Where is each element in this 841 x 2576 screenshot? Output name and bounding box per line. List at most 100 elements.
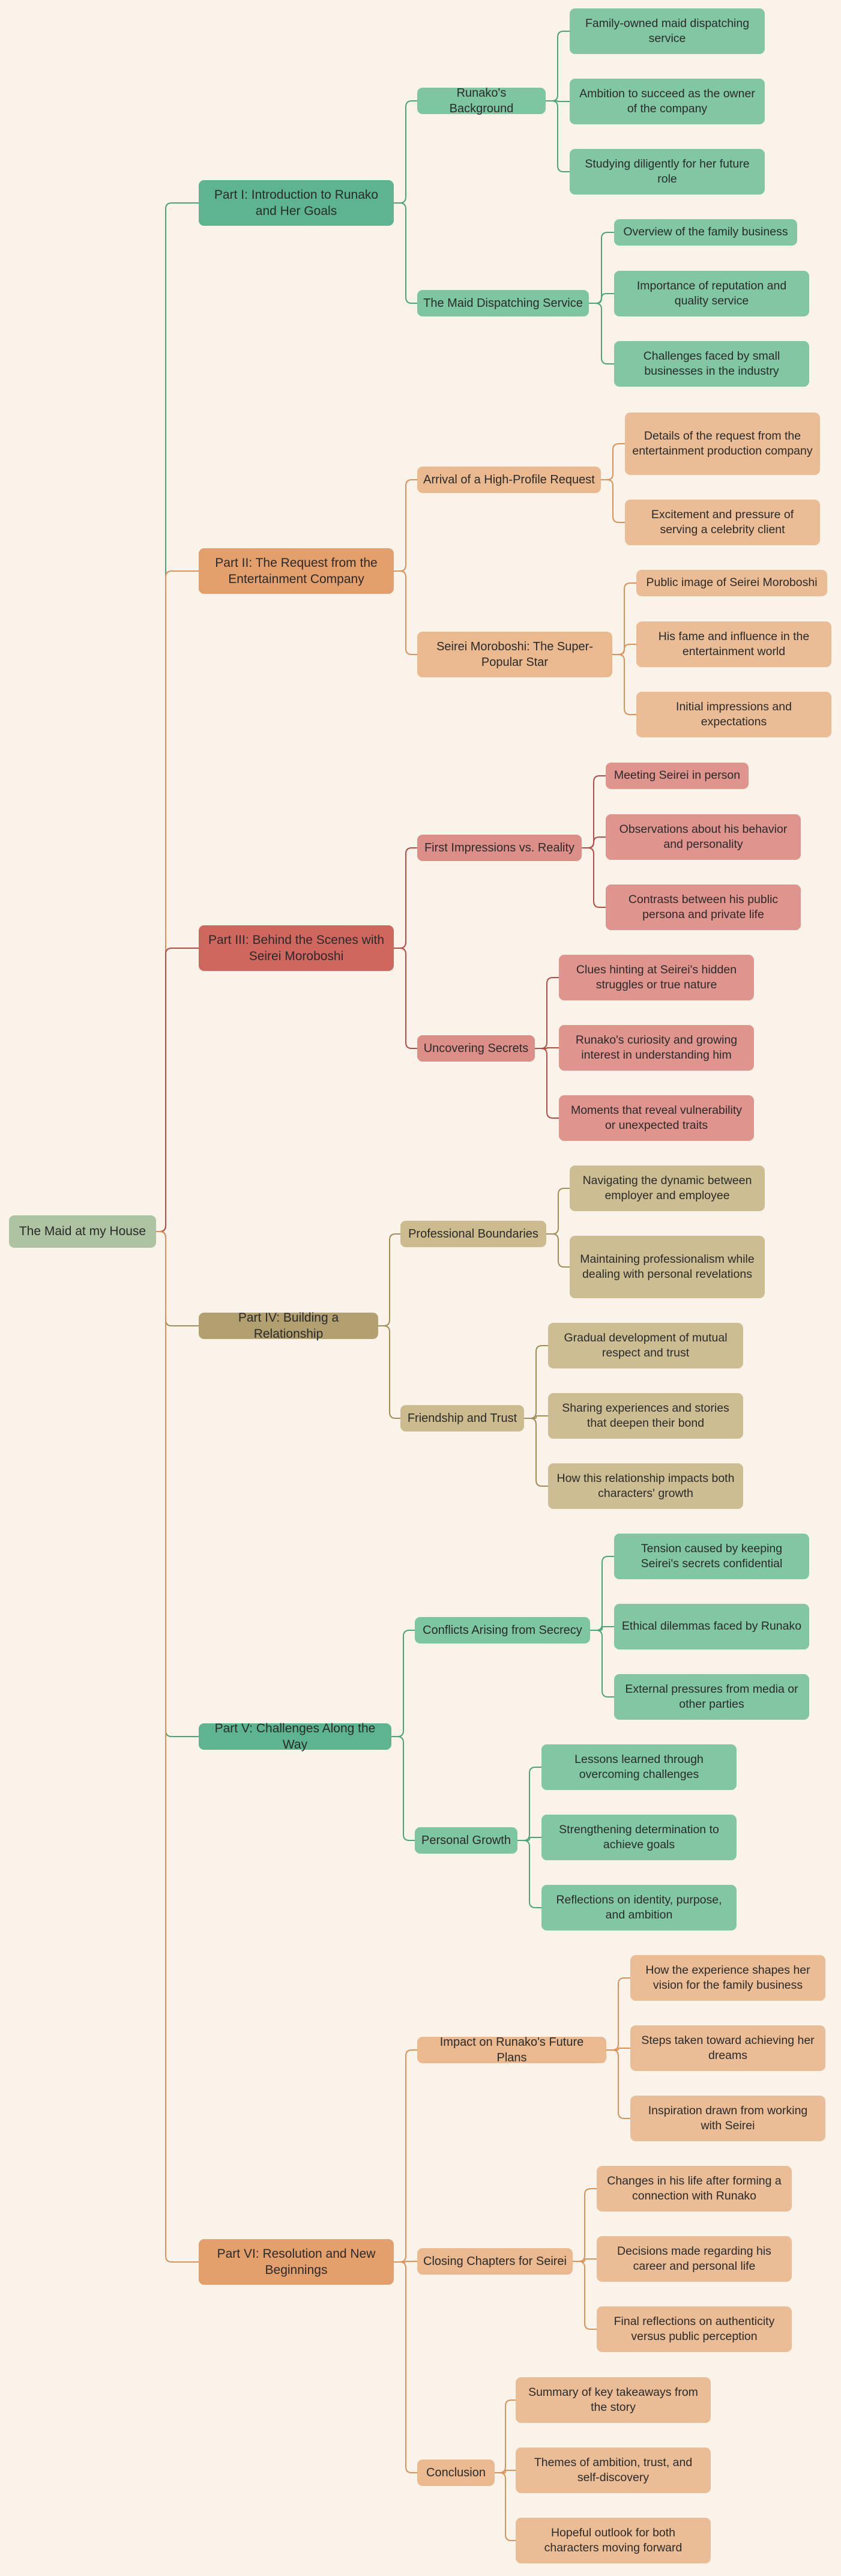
subtopic-node: Maintaining professionalism while dealin… — [570, 1236, 765, 1298]
connector-topic-to-item — [546, 1233, 570, 1268]
connector-topic-to-item — [524, 1345, 548, 1419]
section-node: Part I: Introduction to Runako and Her G… — [199, 180, 394, 226]
connector-root-to-section — [156, 1231, 199, 1326]
connector-topic-to-item — [589, 293, 614, 304]
connector-topic-to-item — [590, 1630, 614, 1698]
connector-section-to-topic — [391, 1630, 415, 1737]
topic-node: Conflicts Arising from Secrecy — [415, 1617, 590, 1643]
connector-topic-to-item — [573, 2258, 597, 2262]
connector-section-to-topic — [394, 2049, 417, 2263]
subtopic-node: Public image of Seirei Moroboshi — [636, 570, 827, 596]
subtopic-node: Lessons learned through overcoming chall… — [541, 1744, 737, 1790]
connector-topic-to-item — [517, 1840, 541, 1908]
subtopic-node: Hopeful outlook for both characters movi… — [516, 2518, 711, 2563]
topic-node: Seirei Moroboshi: The Super-Popular Star — [417, 632, 612, 677]
subtopic-node: Overview of the family business — [614, 219, 797, 246]
connector-topic-to-item — [546, 1188, 570, 1235]
connector-topic-to-item — [589, 232, 614, 304]
subtopic-node: Meeting Seirei in person — [606, 763, 749, 789]
root-node: The Maid at my House — [9, 1215, 156, 1248]
subtopic-node: His fame and influence in the entertainm… — [636, 621, 831, 667]
topic-node: Friendship and Trust — [400, 1405, 524, 1432]
subtopic-node: Clues hinting at Seirei's hidden struggl… — [559, 955, 754, 1000]
connector-root-to-section — [156, 1231, 199, 1737]
topic-node: Professional Boundaries — [400, 1221, 546, 1247]
topic-node: Arrival of a High-Profile Request — [417, 467, 601, 493]
connector-section-to-topic — [394, 2261, 417, 2473]
subtopic-node: Moments that reveal vulnerability or une… — [559, 1095, 754, 1141]
connector-section-to-topic — [394, 570, 417, 655]
subtopic-node: Themes of ambition, trust, and self-disc… — [516, 2448, 711, 2493]
subtopic-node: External pressures from media or other p… — [614, 1674, 809, 1720]
subtopic-node: Inspiration drawn from working with Seir… — [630, 2096, 825, 2141]
connector-topic-to-item — [495, 2399, 516, 2473]
connector-section-to-topic — [394, 847, 417, 949]
connector-topic-to-item — [582, 847, 606, 908]
topic-node: Uncovering Secrets — [417, 1035, 535, 1062]
subtopic-node: Studying diligently for her future role — [570, 149, 765, 195]
connector-root-to-section — [156, 570, 199, 1232]
connector-topic-to-item — [590, 1556, 614, 1631]
section-node: Part V: Challenges Along the Way — [199, 1722, 391, 1752]
section-node: Part II: The Request from the Entertainm… — [199, 548, 394, 594]
connector-section-to-topic — [378, 1325, 400, 1419]
connector-topic-to-item — [606, 2049, 630, 2119]
connector-section-to-topic — [394, 202, 417, 304]
connector-topic-to-item — [590, 1626, 614, 1631]
connector-root-to-section — [156, 1231, 199, 2263]
subtopic-node: Contrasts between his public persona and… — [606, 884, 801, 930]
subtopic-node: Tension caused by keeping Seirei's secre… — [614, 1534, 809, 1579]
connector-root-to-section — [156, 202, 199, 1232]
connector-topic-to-item — [546, 100, 570, 172]
subtopic-node: Excitement and pressure of serving a cel… — [625, 500, 820, 545]
subtopic-node: Ethical dilemmas faced by Runako — [614, 1604, 809, 1649]
subtopic-node: Observations about his behavior and pers… — [606, 814, 801, 860]
subtopic-node: Details of the request from the entertai… — [625, 413, 820, 475]
connector-topic-to-item — [517, 1837, 541, 1841]
subtopic-node: Gradual development of mutual respect an… — [548, 1323, 743, 1368]
connector-topic-to-item — [535, 977, 559, 1049]
connector-topic-to-item — [546, 31, 570, 101]
subtopic-node: Decisions made regarding his career and … — [597, 2236, 792, 2282]
subtopic-node: Challenges faced by small businesses in … — [614, 341, 809, 387]
subtopic-node: Initial impressions and expectations — [636, 692, 831, 737]
subtopic-node: Family-owned maid dispatching service — [570, 8, 765, 54]
topic-node: Conclusion — [417, 2460, 495, 2486]
connector-topic-to-item — [612, 644, 636, 655]
connector-topic-to-item — [573, 2261, 597, 2330]
section-node: Part VI: Resolution and New Beginnings — [199, 2239, 394, 2285]
connector-section-to-topic — [394, 100, 417, 204]
connector-topic-to-item — [524, 1415, 548, 1419]
subtopic-node: Sharing experiences and stories that dee… — [548, 1393, 743, 1439]
topic-node: Runako's Background — [417, 86, 546, 115]
subtopic-node: How this relationship impacts both chara… — [548, 1463, 743, 1509]
topic-node: Impact on Runako's Future Plans — [417, 2036, 606, 2064]
subtopic-node: Summary of key takeaways from the story — [516, 2377, 711, 2423]
subtopic-node: How the experience shapes her vision for… — [630, 1955, 825, 2001]
subtopic-node: Runako's curiosity and growing interest … — [559, 1025, 754, 1071]
connector-topic-to-item — [601, 479, 625, 523]
section-node: Part IV: Building a Relationship — [199, 1311, 378, 1341]
subtopic-node: Final reflections on authenticity versus… — [597, 2306, 792, 2352]
connector-topic-to-item — [612, 654, 636, 715]
subtopic-node: Importance of reputation and quality ser… — [614, 271, 809, 316]
subtopic-node: Ambition to succeed as the owner of the … — [570, 79, 765, 124]
subtopic-node: Changes in his life after forming a conn… — [597, 2166, 792, 2212]
connector-topic-to-item — [517, 1767, 541, 1841]
topic-node: The Maid Dispatching Service — [417, 290, 589, 316]
connector-topic-to-item — [606, 2048, 630, 2051]
connector-topic-to-item — [589, 303, 614, 364]
connector-root-to-section — [156, 948, 199, 1232]
connector-topic-to-item — [573, 2188, 597, 2262]
connector-section-to-topic — [394, 948, 417, 1049]
topic-node: Personal Growth — [415, 1827, 517, 1854]
subtopic-node: Reflections on identity, purpose, and am… — [541, 1885, 737, 1930]
section-node: Part III: Behind the Scenes with Seirei … — [199, 925, 394, 971]
connector-topic-to-item — [524, 1418, 548, 1487]
subtopic-node: Steps taken toward achieving her dreams — [630, 2025, 825, 2071]
connector-topic-to-item — [495, 2470, 516, 2473]
connector-section-to-topic — [378, 1233, 400, 1326]
connector-topic-to-item — [606, 1977, 630, 2051]
